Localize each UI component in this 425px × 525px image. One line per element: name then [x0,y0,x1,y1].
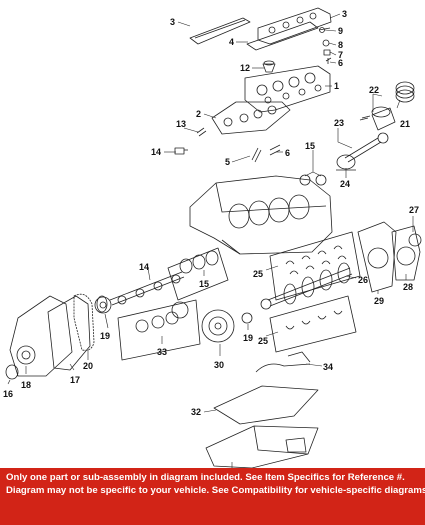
callout-15-top: 15 [305,141,316,151]
callout-19-right: 19 [243,333,254,343]
timing-cover-gasket [47,295,91,371]
connecting-rod [336,132,389,171]
callout-4: 4 [229,37,235,47]
callout-11: 12 [240,63,251,73]
camshaft [96,271,185,313]
main-bearings-upper [269,231,361,301]
main-bearings-lower [269,295,357,353]
callout-24: 24 [340,179,351,189]
callout-34: 34 [323,362,334,372]
small-fasteners [318,27,332,64]
cylinder-head-upper [244,65,331,113]
rear-cover [391,225,422,281]
valve-cover-left [189,17,251,45]
engine-parts-diagram [5,7,422,468]
callout-3-left: 3 [170,17,176,27]
piston [359,106,396,131]
timing-chain [73,293,95,351]
callout-16: 16 [3,389,14,399]
engine-block [189,175,333,255]
callout-12: 13 [176,119,187,129]
oil-filler [262,60,276,73]
callout-25-top: 25 [253,269,264,279]
disclaimer-line-1: Only one part or sub-assembly in diagram… [6,472,405,483]
callout-8: 7 [338,50,344,60]
oil-pickup-tube [255,351,311,373]
callout-9: 8 [338,40,344,50]
oil-pan [205,425,319,468]
callout-13: 14 [151,147,162,157]
callout-19-left: 19 [100,331,111,341]
oil-pan-gasket [213,385,319,425]
callout-5: 5 [225,157,231,167]
disclaimer-banner: Only one part or sub-assembly in diagram… [0,468,425,525]
piston-rings [395,81,415,103]
valve-cover-right [257,7,332,45]
valve-lifters [251,144,281,163]
disclaimer-line-2: Diagram may not be specific to your vehi… [6,485,425,496]
callout-18: 18 [21,380,32,390]
head-gasket [211,101,291,135]
dowel-pins [174,127,207,155]
cam-bearings [299,174,327,186]
callout-28: 28 [403,282,414,292]
harmonic-balancer [201,309,235,343]
callout-22: 22 [369,85,380,95]
callout-14: 14 [139,262,150,272]
callout-32: 32 [191,407,202,417]
callout-10: 9 [338,26,344,36]
callout-17: 17 [70,375,81,385]
callout-6: 6 [285,148,291,158]
callout-20: 20 [83,361,94,371]
callout-30: 30 [214,360,225,370]
callout-3-right: 3 [342,9,348,19]
callout-26: 26 [358,275,369,285]
callout-29: 29 [374,296,385,306]
leader-lines [7,13,414,468]
crankshaft [260,262,353,310]
front-seal [5,364,19,380]
callout-1: 1 [334,81,340,91]
timing-sprocket [94,296,112,314]
valve-cover-gasket [246,21,319,51]
callout-27: 27 [409,205,420,215]
callout-2: 2 [196,109,202,119]
callout-7: 6 [338,58,344,68]
callout-21: 21 [400,119,411,129]
callout-25-bottom: 25 [258,336,269,346]
balancer-parts [117,299,201,361]
callout-23: 23 [334,118,345,128]
camshaft-bearings [167,247,229,301]
crank-sprocket [241,312,253,324]
callout-15-bottom: 15 [199,279,210,289]
callout-33: 33 [157,347,168,357]
timing-cover [9,295,73,377]
